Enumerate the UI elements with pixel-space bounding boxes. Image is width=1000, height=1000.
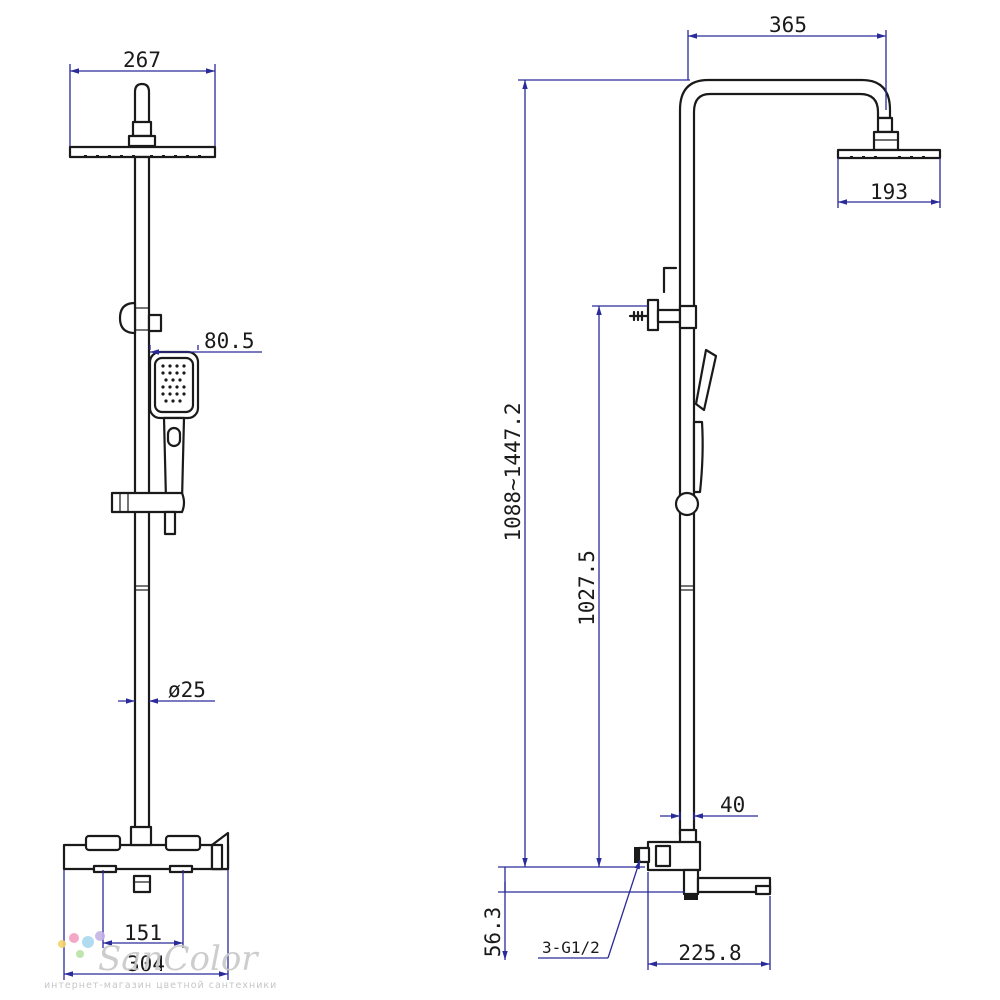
front-rain-head-nozzles	[84, 155, 201, 158]
front-left-valve-knob	[84, 834, 122, 852]
side-head-connector	[876, 116, 894, 134]
side-hand-shower-head	[694, 348, 718, 412]
spout-length-label: 225.8	[678, 941, 741, 965]
valve-centers-label: 151	[124, 921, 162, 945]
dim-spout-length: 225.8	[647, 872, 771, 970]
side-slide-holder	[674, 491, 700, 517]
watermark: SanColor интернет-магазин цветной сантех…	[44, 931, 277, 991]
front-head-width-label: 267	[123, 48, 161, 72]
brand-dots-logo	[58, 931, 105, 958]
connection-label: 3-G1/2	[542, 938, 600, 957]
dim-front-head-width: 267	[69, 48, 216, 146]
dim-pipe-offset: 40	[660, 793, 758, 820]
side-arm-reach-label: 365	[769, 13, 807, 37]
side-head-nut	[872, 130, 900, 152]
front-head-connector	[131, 120, 153, 138]
total-height-label: 1088~1447.2	[501, 402, 525, 541]
front-wall-bracket	[118, 301, 137, 335]
side-head-width-label: 193	[870, 180, 908, 204]
dim-connection-callout: 3-G1/2	[538, 859, 641, 959]
front-slide-holder	[110, 491, 186, 514]
holder-height-label: 1027.5	[575, 550, 599, 626]
front-right-valve-knob	[164, 834, 202, 852]
dim-side-head-width: 193	[837, 158, 941, 208]
spout-height-label: 56.3	[481, 907, 505, 958]
front-rain-head	[68, 145, 217, 159]
dim-pipe-diameter: ø25	[118, 678, 215, 704]
front-hand-shower-nozzle-grid	[161, 364, 186, 403]
front-view: 267 80.5 ø25 151 304	[62, 48, 262, 980]
dim-spout-height: 56.3	[481, 867, 685, 960]
side-bracket-hook	[662, 266, 678, 294]
side-view: 365 193 1088~1447.2 1027.5 40	[481, 13, 942, 970]
side-riser-and-arm	[678, 78, 892, 837]
pipe-offset-label: 40	[720, 793, 745, 817]
mixer-width-label: 304	[127, 952, 165, 976]
dim-side-arm-reach: 365	[687, 13, 887, 110]
dim-holder-height: 1027.5	[575, 305, 648, 867]
dim-valve-centers: 151	[102, 870, 184, 948]
pipe-diameter-label: ø25	[168, 678, 206, 702]
hand-shower-width-label: 80.5	[204, 329, 255, 353]
brand-name: SanColor	[98, 939, 259, 979]
side-rain-head	[836, 148, 942, 160]
dim-total-height: 1088~1447.2	[498, 79, 690, 868]
side-wall-plate	[646, 298, 660, 332]
brand-tagline: интернет-магазин цветной сантехники	[44, 980, 277, 991]
dim-mixer-width: 304	[63, 870, 229, 980]
dim-hand-shower-width: 80.5	[149, 329, 262, 355]
front-head-nut	[127, 134, 157, 148]
front-head-arm	[133, 82, 151, 130]
side-hand-shower-handle	[692, 420, 704, 494]
side-wall-screw	[628, 310, 650, 322]
